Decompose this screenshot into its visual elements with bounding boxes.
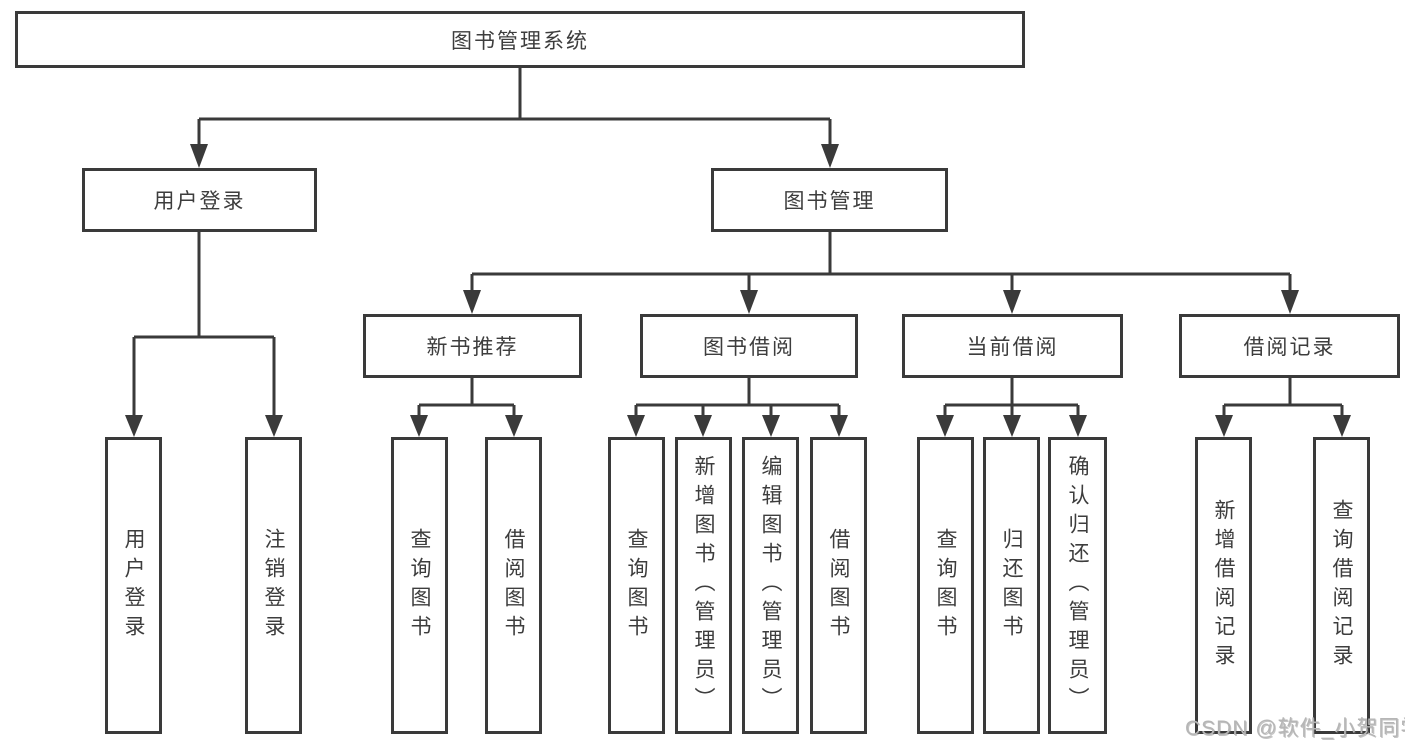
node-new-book-recommend: 新书推荐 — [363, 314, 582, 378]
connector-borrow-records-to-leaves — [1215, 377, 1351, 437]
leaf-confirm-return-admin: 确认归还（管理员） — [1048, 437, 1107, 734]
leaf-borrow-books: 借阅图书 — [810, 437, 867, 734]
node-label: 新书推荐 — [426, 336, 519, 359]
arrow-down-icon — [1003, 290, 1021, 314]
node-label: 注销登录 — [262, 527, 285, 644]
node-label: 图书借阅 — [703, 336, 795, 359]
connector-root-to-level2 — [190, 68, 839, 168]
arrow-down-icon — [1215, 415, 1233, 437]
arrow-down-icon — [463, 290, 481, 314]
connector-book-management-to-level3 — [463, 232, 1299, 314]
node-label: 编辑图书（管理员） — [759, 455, 782, 716]
node-label: 当前借阅 — [966, 336, 1059, 359]
arrow-down-icon — [821, 144, 839, 168]
leaf-add-borrow-record: 新增借阅记录 — [1195, 437, 1252, 734]
node-label: 图书管理 — [783, 190, 876, 213]
arrow-down-icon — [694, 415, 712, 437]
node-label: 查询图书 — [934, 527, 957, 644]
arrow-down-icon — [410, 415, 428, 437]
arrow-down-icon — [265, 415, 283, 437]
node-label: 借阅记录 — [1243, 336, 1336, 359]
node-label: 查询图书 — [408, 527, 431, 644]
node-label: 借阅图书 — [502, 527, 525, 644]
node-label: 归还图书 — [1000, 527, 1023, 644]
arrow-down-icon — [1333, 415, 1351, 437]
connector-user-login-to-leaves — [125, 232, 283, 437]
node-user-login: 用户登录 — [82, 168, 317, 232]
node-label: 图书管理系统 — [451, 29, 589, 53]
leaf-borrow-books-recommend: 借阅图书 — [485, 437, 542, 734]
node-label: 借阅图书 — [827, 527, 850, 644]
arrow-down-icon — [830, 415, 848, 437]
arrow-down-icon — [125, 415, 143, 437]
connector-new-book-recommend-to-leaves — [410, 377, 523, 437]
arrow-down-icon — [505, 415, 523, 437]
leaf-query-books-current: 查询图书 — [917, 437, 974, 734]
arrow-down-icon — [1003, 415, 1021, 437]
leaf-return-books: 归还图书 — [983, 437, 1040, 734]
leaf-query-borrow-record: 查询借阅记录 — [1313, 437, 1370, 734]
arrow-down-icon — [762, 415, 780, 437]
node-label: 用户登录 — [153, 190, 246, 213]
leaf-query-books-borrow: 查询图书 — [608, 437, 665, 734]
arrow-down-icon — [936, 415, 954, 437]
node-label: 新增图书（管理员） — [692, 455, 715, 716]
leaf-add-books-admin: 新增图书（管理员） — [675, 437, 732, 734]
node-label: 用户登录 — [122, 527, 145, 644]
node-label: 确认归还（管理员） — [1066, 455, 1089, 716]
node-label: 查询图书 — [625, 527, 648, 644]
arrow-down-icon — [1281, 290, 1299, 314]
node-book-management: 图书管理 — [711, 168, 948, 232]
node-borrow-records: 借阅记录 — [1179, 314, 1400, 378]
arrow-down-icon — [1069, 415, 1087, 437]
leaf-query-books-recommend: 查询图书 — [391, 437, 448, 734]
node-label: 查询借阅记录 — [1330, 498, 1353, 673]
node-label: 新增借阅记录 — [1212, 498, 1235, 673]
node-current-borrow: 当前借阅 — [902, 314, 1123, 378]
node-library-management-system: 图书管理系统 — [15, 11, 1025, 68]
arrow-down-icon — [740, 290, 758, 314]
leaf-logout: 注销登录 — [245, 437, 302, 734]
leaf-edit-books-admin: 编辑图书（管理员） — [742, 437, 799, 734]
leaf-user-login: 用户登录 — [105, 437, 162, 734]
node-book-borrow: 图书借阅 — [640, 314, 858, 378]
arrow-down-icon — [190, 144, 208, 168]
connector-book-borrow-to-leaves — [627, 377, 848, 437]
csdn-watermark: CSDN @软件_小贺同学 — [1185, 717, 1405, 740]
connector-current-borrow-to-leaves — [936, 377, 1087, 437]
arrow-down-icon — [627, 415, 645, 437]
